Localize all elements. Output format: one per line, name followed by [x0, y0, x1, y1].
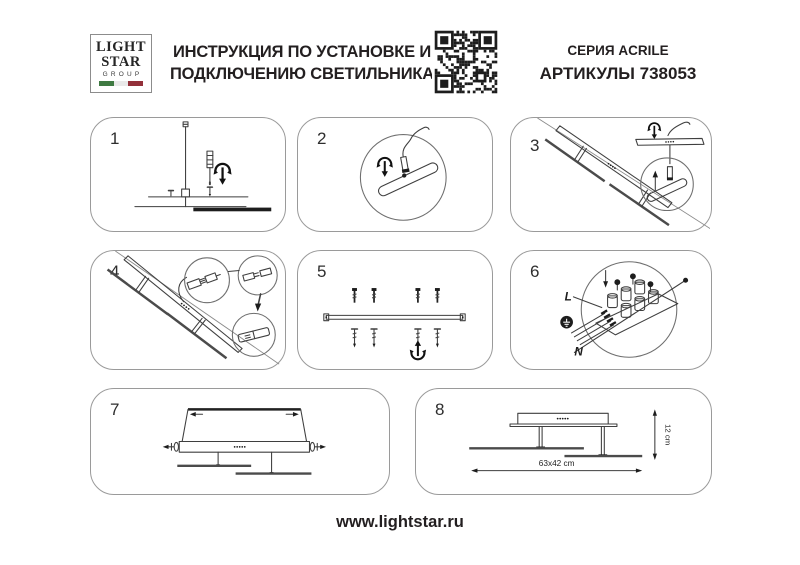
series-block: СЕРИЯ ACRILE АРТИКУЛЫ 738053	[520, 43, 716, 84]
dowels	[352, 288, 440, 303]
step5-drawing	[323, 288, 466, 361]
step-number: 4	[110, 262, 120, 281]
step7-drawing	[162, 408, 327, 475]
terminal-block	[595, 269, 679, 336]
mounting-bar	[162, 440, 327, 453]
fixture-perspective	[106, 255, 243, 360]
leader-line-n	[573, 279, 687, 353]
down-arrow	[257, 293, 262, 306]
zoom-detail-connector	[184, 257, 230, 304]
height-dimension-label: 12 cm	[664, 424, 673, 445]
power-cable	[402, 126, 430, 158]
step1-drawing	[134, 121, 272, 212]
mounting-strip	[323, 313, 466, 322]
step-number: 5	[317, 262, 327, 281]
step-number: 1	[110, 129, 120, 148]
logo-text: STAR	[101, 54, 141, 70]
step-panel-8: 8 12 cm	[415, 388, 712, 495]
page-title: ИНСТРУКЦИЯ ПО УСТАНОВКЕ И ПОДКЛЮЧЕНИЮ СВ…	[166, 41, 438, 85]
step-panel-1: 1	[90, 117, 286, 232]
step-number: 2	[317, 129, 327, 148]
zoom-detail-plug-parts	[227, 255, 278, 312]
step4-drawing	[106, 251, 280, 365]
italian-flag-icon	[99, 81, 144, 86]
zoom-circle	[231, 312, 276, 357]
title-line-1: ИНСТРУКЦИЯ ПО УСТАНОВКЕ И	[172, 43, 432, 61]
step-number: 8	[435, 400, 445, 419]
step-number: 3	[530, 136, 540, 155]
step-panel-7: 7	[90, 388, 390, 495]
screw-in-icon	[212, 162, 233, 186]
ceiling-line	[115, 251, 280, 365]
step-number: 6	[530, 262, 540, 281]
step3-drawing	[537, 118, 710, 230]
step2-drawing	[359, 126, 447, 221]
cable-hook	[667, 121, 691, 137]
screw-in-icon	[408, 339, 428, 361]
ceiling-bracket	[635, 121, 705, 165]
wire-label-n: N	[574, 345, 583, 358]
zoom-detail	[640, 157, 694, 212]
title-line-2: ПОДКЛЮЧЕНИЮ СВЕТИЛЬНИКА	[169, 65, 435, 83]
zoom-circle	[580, 261, 678, 358]
zoom-detail-plug-joined	[231, 312, 276, 357]
terminal-screws	[614, 273, 654, 293]
lightstar-logo: LIGHT STAR GROUP	[90, 34, 152, 93]
step-panel-6: 6	[510, 250, 712, 370]
width-dimension-label: 63x42 cm	[539, 459, 575, 468]
step-panel-5: 5	[297, 250, 493, 370]
leader-line-l	[572, 296, 603, 309]
zoom-circle	[237, 255, 278, 296]
suspension-rod	[148, 121, 249, 208]
zoom-circle	[640, 157, 694, 212]
screw-in-icon	[646, 122, 663, 140]
screw-in-icon	[375, 156, 394, 178]
height-dimension: 12 cm	[652, 409, 673, 460]
step8-drawing: 12 cm 63x42 cm	[469, 409, 673, 473]
assembled-fixture	[469, 412, 643, 458]
zoom-circle	[359, 134, 447, 221]
step-panel-2: 2	[297, 117, 493, 232]
acrylic-panels	[177, 451, 312, 475]
canopy-cover	[181, 408, 308, 443]
screwdriver-icon	[206, 150, 214, 197]
wire-label-l: L	[565, 291, 572, 304]
article-number: АРТИКУЛЫ 738053	[539, 64, 697, 83]
wires	[570, 309, 617, 346]
qr-code	[432, 28, 500, 96]
website-url: www.lightstar.ru	[336, 513, 464, 531]
series-name: СЕРИЯ ACRILE	[567, 43, 669, 58]
step-number: 7	[110, 400, 120, 419]
cable-connector	[400, 126, 430, 178]
logo-group-text: GROUP	[102, 71, 143, 78]
ceiling-line	[537, 118, 710, 230]
step6-drawing: L N	[560, 261, 689, 358]
ground-icon	[560, 315, 573, 329]
screws	[350, 328, 442, 348]
fixture-perspective	[544, 125, 673, 227]
width-dimension: 63x42 cm	[471, 459, 643, 473]
zoom-circle	[184, 257, 230, 304]
logo-text: LIGHT	[95, 39, 147, 55]
fixture-bar	[134, 206, 272, 212]
step-panel-3: 3	[510, 117, 712, 232]
step-panel-4: 4	[90, 250, 286, 370]
